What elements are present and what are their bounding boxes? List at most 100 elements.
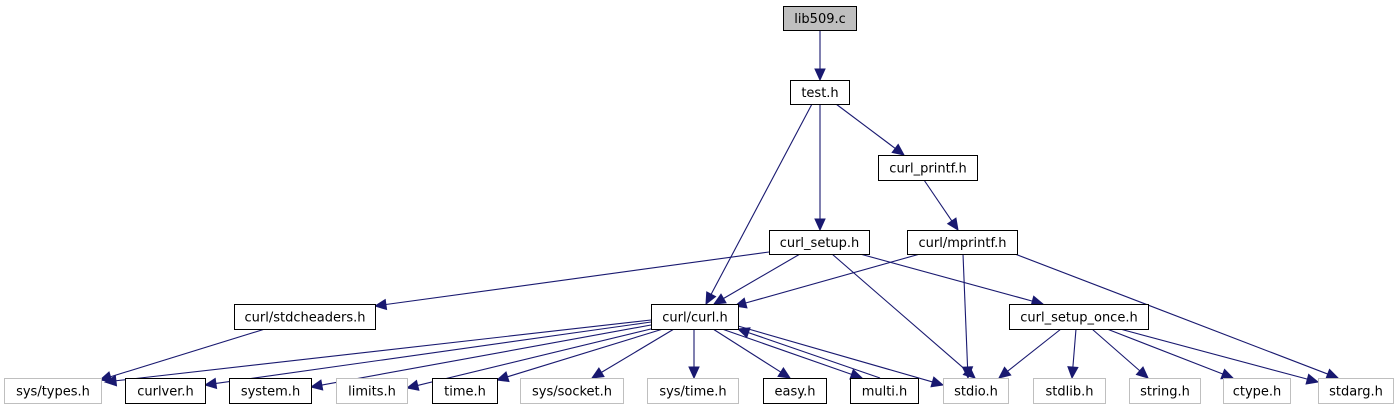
arrowhead-icon xyxy=(1067,366,1079,380)
edge-line xyxy=(748,332,881,379)
edge-curl_printf_h-to-curl_mprintf_h xyxy=(923,179,959,231)
node-stdio-h: stdio.h xyxy=(943,378,1009,404)
edge-curl_curl_h-to-time_h xyxy=(495,328,664,383)
node-box xyxy=(783,6,857,31)
node-label: curl_setup.h xyxy=(780,236,860,251)
node-label: easy.h xyxy=(775,385,816,400)
edge-line xyxy=(1014,253,1328,375)
node-easy-h[interactable]: easy.h xyxy=(763,378,827,404)
node-multi-h[interactable]: multi.h xyxy=(850,378,919,404)
edge-test_h-to-curl_setup_h xyxy=(814,104,826,232)
node-test-h[interactable]: test.h xyxy=(790,80,850,105)
arrowhead-icon xyxy=(203,377,218,390)
node-curl-printf-h[interactable]: curl_printf.h xyxy=(878,155,978,181)
edge-line xyxy=(1119,328,1308,380)
arrowhead-icon xyxy=(309,379,324,391)
arrowhead-icon xyxy=(688,366,700,380)
node-label: curl_printf.h xyxy=(889,162,966,177)
arrowhead-icon xyxy=(495,371,510,383)
edge-line xyxy=(723,253,801,299)
arrowhead-icon xyxy=(930,376,945,388)
edge-curl_setup_h-to-curl_curl_h xyxy=(712,253,801,305)
arrowhead-icon xyxy=(814,218,826,232)
node-label: system.h xyxy=(241,385,300,400)
node-sys-time-h: sys/time.h xyxy=(647,378,739,404)
arrowhead-icon xyxy=(1135,366,1149,379)
node-label: lib509.c xyxy=(794,12,846,27)
node-box xyxy=(4,378,102,404)
edge-lib509-to-test_h xyxy=(814,30,826,82)
node-lib509[interactable]: lib509.c xyxy=(783,6,857,31)
node-label: sys/socket.h xyxy=(532,385,612,400)
node-curl-setup-h[interactable]: curl_setup.h xyxy=(769,230,870,255)
arrowhead-icon xyxy=(946,217,959,231)
edge-curl_setup_h-to-curl_setup_once_h xyxy=(859,253,1045,307)
node-label: multi.h xyxy=(862,385,908,400)
edge-curl_setup_once_h-to-stdio_h xyxy=(998,328,1062,379)
node-box xyxy=(943,378,1009,404)
node-curl-mprintf-h[interactable]: curl/mprintf.h xyxy=(907,230,1018,255)
node-curl-stdcheaders-h[interactable]: curl/stdcheaders.h xyxy=(234,304,376,330)
node-ctype-h: ctype.h xyxy=(1223,378,1291,404)
edge-line xyxy=(721,328,852,375)
edge-curl_curl_h-to-limits_h xyxy=(405,327,656,391)
node-label: sys/time.h xyxy=(659,385,726,400)
node-box xyxy=(336,378,408,404)
node-string-h: string.h xyxy=(1129,378,1201,404)
arrowhead-icon xyxy=(1220,368,1235,380)
edge-line xyxy=(215,321,652,385)
edge-line xyxy=(737,325,933,383)
node-box xyxy=(1318,378,1394,404)
node-box xyxy=(1129,378,1201,404)
node-label: time.h xyxy=(444,385,486,400)
arrowhead-icon xyxy=(891,143,905,156)
edge-curl_mprintf_h-to-stdio_h xyxy=(961,253,974,380)
edge-curl_curl_h-to-curlver_h xyxy=(203,321,652,390)
arrowhead-icon xyxy=(590,367,605,379)
edge-curl_setup_once_h-to-stdarg_h xyxy=(1119,328,1320,385)
node-stdarg-h: stdarg.h xyxy=(1318,378,1394,404)
edge-line xyxy=(962,253,969,368)
edge-line xyxy=(1007,328,1062,372)
node-sys-socket-h: sys/socket.h xyxy=(520,378,624,404)
node-box xyxy=(229,378,312,404)
edge-line xyxy=(710,103,813,295)
node-curl-curl-h[interactable]: curl/curl.h xyxy=(651,304,739,330)
edge-curl_curl_h-to-sys_types_h xyxy=(103,319,652,387)
node-curlver-h[interactable]: curlver.h xyxy=(125,378,206,404)
node-limits-h: limits.h xyxy=(336,378,408,404)
arrowhead-icon xyxy=(705,291,717,306)
arrowhead-icon xyxy=(736,327,751,339)
edge-line xyxy=(385,251,770,306)
node-box xyxy=(769,230,870,255)
edge-curl_curl_h-to-multi_h xyxy=(721,328,864,380)
edge-curl_curl_h-to-system_h xyxy=(309,324,652,391)
arrowhead-icon xyxy=(373,298,388,311)
node-box xyxy=(1223,378,1291,404)
node-time-h[interactable]: time.h xyxy=(432,378,498,404)
node-curl-setup-once-h[interactable]: curl_setup_once.h xyxy=(1009,304,1149,330)
node-sys-types-h: sys/types.h xyxy=(4,378,102,404)
node-box xyxy=(647,378,739,404)
arrowhead-icon xyxy=(103,374,118,387)
edge-line xyxy=(321,324,652,386)
edge-curl_setup_once_h-to-stdlib_h xyxy=(1067,328,1079,380)
edge-line xyxy=(1106,328,1223,375)
edge-line xyxy=(923,179,953,222)
arrowhead-icon xyxy=(1305,373,1320,385)
node-box xyxy=(878,155,978,181)
node-label: stdio.h xyxy=(954,385,998,400)
node-label: limits.h xyxy=(348,385,396,400)
edge-line xyxy=(110,328,266,378)
node-box xyxy=(1009,304,1149,330)
node-label: curlver.h xyxy=(137,385,194,400)
arrowhead-icon xyxy=(998,366,1012,379)
arrowhead-icon xyxy=(961,366,974,380)
node-box xyxy=(651,304,739,330)
node-label: stdarg.h xyxy=(1329,385,1383,400)
edge-curl_mprintf_h-to-stdarg_h xyxy=(1014,253,1340,380)
node-label: sys/types.h xyxy=(16,385,90,400)
node-system-h[interactable]: system.h xyxy=(229,378,312,404)
node-label: string.h xyxy=(1140,385,1190,400)
